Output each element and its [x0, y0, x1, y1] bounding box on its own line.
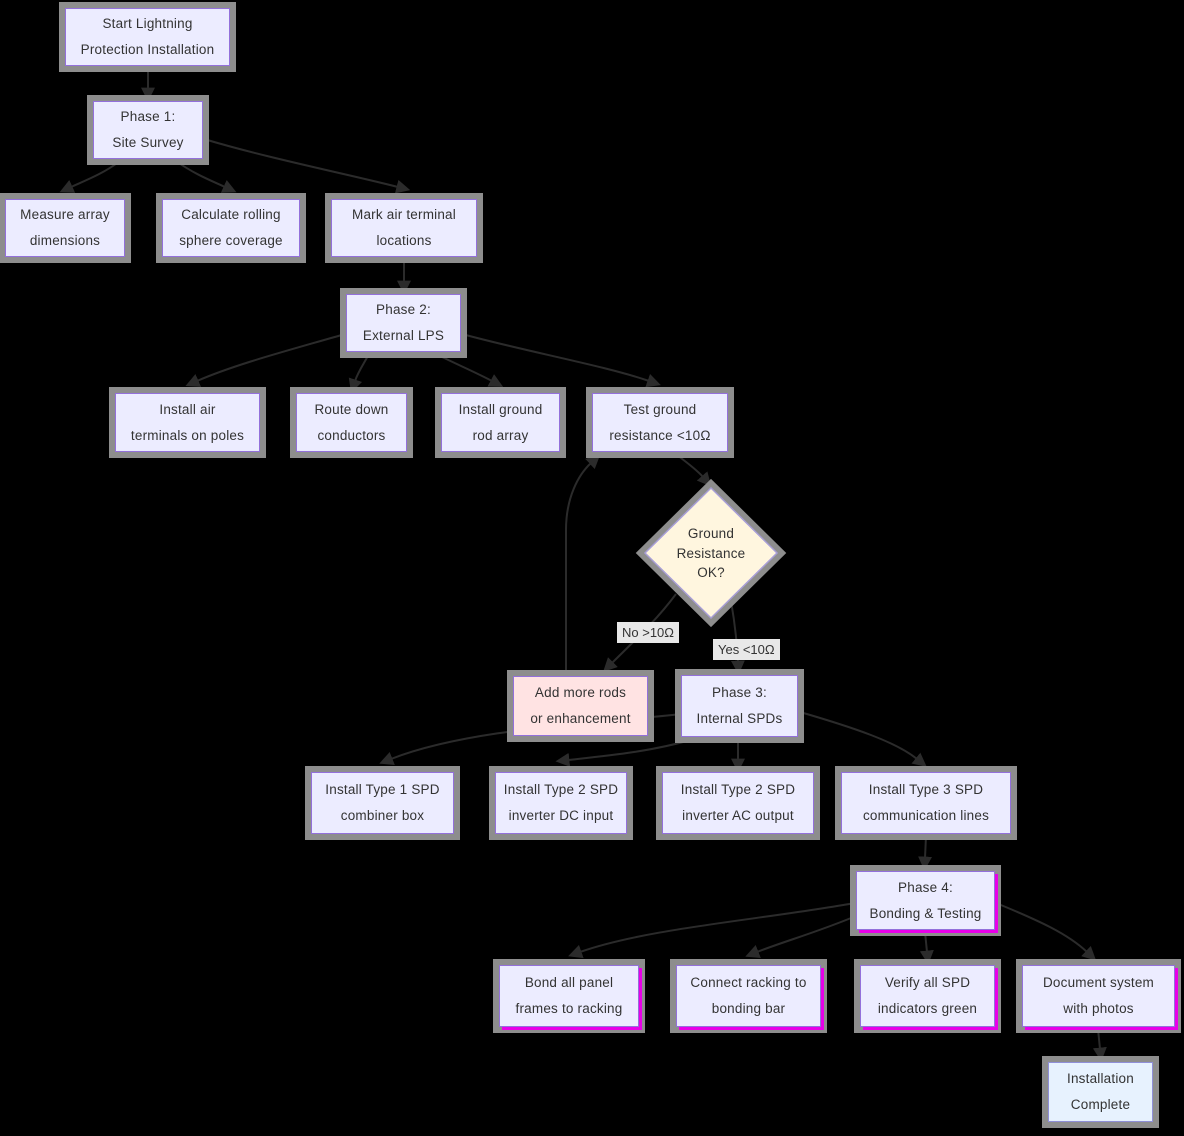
node-mark-line2: locations — [376, 233, 432, 248]
node-phase4-line1: Phase 4: — [898, 879, 953, 895]
node-phase3: Phase 3: Internal SPDs — [681, 675, 798, 737]
node-decision-label: Ground Resistance OK? — [641, 524, 781, 583]
edge-phase4-bond — [568, 902, 856, 959]
node-spd1-line1: Install Type 1 SPD — [325, 782, 440, 797]
node-decision-line3: OK? — [697, 565, 725, 580]
node-addrods: Add more rods or enhancement — [513, 676, 648, 736]
edge-phase2-air — [185, 333, 346, 387]
node-air-line2: terminals on poles — [130, 427, 245, 443]
node-spd1-line2: combiner box — [340, 808, 425, 823]
edge-phase1-mark — [203, 138, 411, 194]
node-phase1-line1: Phase 1: — [120, 109, 176, 124]
node-verify: Verify all SPD indicators green — [860, 965, 995, 1027]
node-connect-line1: Connect racking to — [690, 975, 807, 990]
node-decision-line1: Ground — [687, 526, 735, 541]
edge-phase2-test — [461, 333, 661, 388]
node-doc: Document system with photos — [1022, 965, 1175, 1027]
edge-doc-complete — [1092, 1028, 1107, 1062]
node-calc-line2: sphere coverage — [179, 233, 283, 248]
node-phase2: Phase 2: External LPS — [346, 294, 461, 352]
node-start-line1: Start Lightning — [102, 16, 193, 31]
node-spd2-line1: Install Type 2 SPD — [503, 782, 619, 797]
node-start-line2: Protection Installation — [80, 42, 215, 57]
edge-spd4-phase4 — [918, 835, 933, 871]
node-mark-line1: Mark air terminal — [352, 207, 456, 222]
node-test-line2: resistance <10Ω — [609, 427, 711, 443]
node-phase3-line2: Internal SPDs — [696, 711, 783, 726]
node-spd3-line2: inverter AC output — [682, 808, 794, 823]
edge-phase4-doc — [995, 902, 1097, 961]
node-bond-line2: frames to racking — [515, 1001, 623, 1016]
node-complete-line1: Installation — [1067, 1071, 1134, 1086]
node-phase3-line1: Phase 3: — [712, 685, 767, 700]
node-verify-line1: Verify all SPD — [884, 975, 971, 990]
edge-phase2-route — [348, 353, 370, 393]
node-start: Start Lightning Protection Installation — [65, 8, 230, 66]
node-mark: Mark air terminal locations — [331, 199, 477, 257]
node-addrods-line2: or enhancement — [530, 711, 631, 726]
edge-phase3-spd4 — [799, 711, 927, 767]
node-phase2-line2: External LPS — [362, 328, 445, 343]
node-spd3: Install Type 2 SPD inverter AC output — [662, 772, 814, 834]
node-rod-line2: rod array — [472, 427, 529, 443]
node-bond: Bond all panel frames to racking — [499, 965, 639, 1027]
node-phase1-line2: Site Survey — [112, 135, 184, 150]
node-test-line1: Test ground — [623, 401, 697, 417]
node-connect-line2: bonding bar — [711, 1001, 786, 1016]
edge-phase1-calc — [175, 160, 237, 193]
node-calc: Calculate rolling sphere coverage — [162, 199, 300, 257]
node-spd4: Install Type 3 SPD communication lines — [841, 772, 1011, 834]
node-test: Test ground resistance <10Ω — [592, 393, 728, 452]
edge-phase4-connect — [745, 915, 857, 959]
decision-diamond — [635, 478, 787, 628]
edge-phase4-verify — [919, 931, 934, 965]
node-doc-line1: Document system — [1042, 975, 1155, 990]
node-complete-line2: Complete — [1070, 1097, 1131, 1112]
decision-diamond-shape — [643, 486, 779, 620]
edge-addrods-test-loop — [565, 454, 601, 674]
node-route-line2: conductors — [317, 427, 386, 443]
node-calc-line1: Calculate rolling — [181, 207, 281, 222]
node-rod: Install ground rod array — [441, 393, 560, 452]
node-route: Route down conductors — [296, 393, 407, 452]
node-complete: Installation Complete — [1048, 1062, 1153, 1122]
node-spd4-line2: communication lines — [862, 808, 990, 823]
node-spd2: Install Type 2 SPD inverter DC input — [495, 772, 627, 834]
node-phase1: Phase 1: Site Survey — [93, 101, 203, 159]
edge-phase3-spd2 — [555, 738, 695, 767]
node-measure: Measure array dimensions — [5, 199, 125, 257]
edge-phase1-measure — [59, 160, 121, 193]
node-air: Install air terminals on poles — [115, 393, 260, 452]
node-route-line1: Route down — [314, 401, 389, 417]
node-air-line1: Install air — [159, 401, 216, 417]
node-addrods-line1: Add more rods — [534, 685, 627, 700]
node-bond-line1: Bond all panel — [524, 975, 614, 990]
node-spd1: Install Type 1 SPD combiner box — [311, 772, 454, 834]
node-spd4-line1: Install Type 3 SPD — [868, 782, 984, 797]
node-measure-line2: dimensions — [29, 233, 101, 248]
edge-label-no: No >10Ω — [617, 622, 679, 643]
edge-phase2-rod — [435, 353, 504, 387]
edge-label-yes: Yes <10Ω — [713, 639, 780, 660]
node-phase4-line2: Bonding & Testing — [869, 905, 982, 921]
node-doc-line2: with photos — [1063, 1001, 1134, 1016]
node-phase4: Phase 4: Bonding & Testing — [856, 871, 995, 930]
node-measure-line1: Measure array — [20, 207, 110, 222]
node-decision-line2: Resistance — [676, 545, 746, 561]
node-spd2-line2: inverter DC input — [508, 808, 614, 823]
node-phase2-line1: Phase 2: — [376, 302, 431, 317]
node-spd3-line1: Install Type 2 SPD — [680, 782, 796, 797]
node-connect: Connect racking to bonding bar — [676, 965, 821, 1027]
edge-test-decision — [675, 453, 712, 487]
node-rod-line1: Install ground — [458, 401, 543, 417]
node-verify-line2: indicators green — [877, 1001, 978, 1016]
